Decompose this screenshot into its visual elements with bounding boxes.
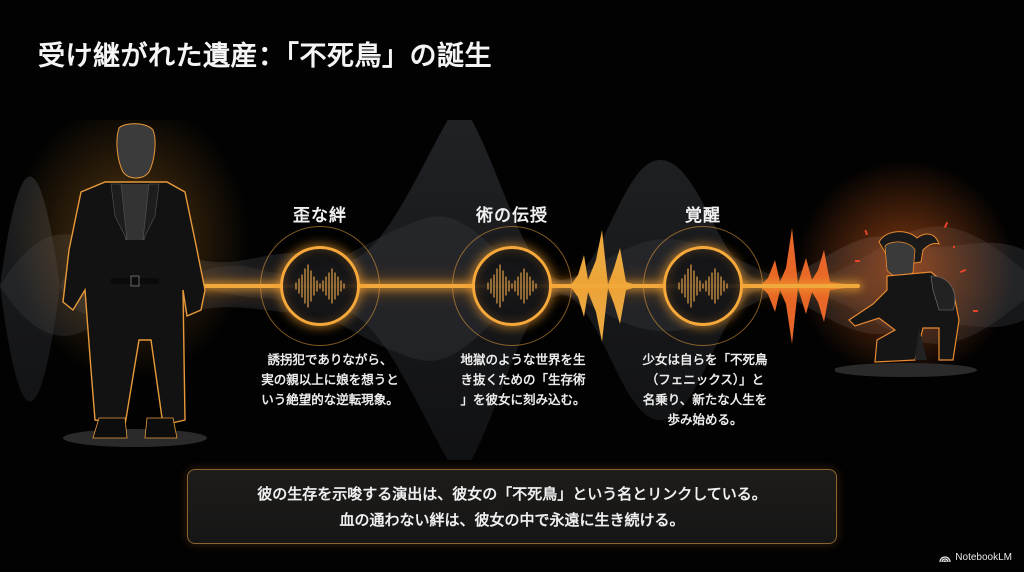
node-label: 歪な絆 xyxy=(293,206,347,226)
brand-watermark: NotebookLM xyxy=(939,552,1012,563)
summary-line-2: 血の通わない絆は、彼女の中で永遠に生き続ける。 xyxy=(339,510,685,529)
node-label: 覚醒 xyxy=(685,206,721,226)
summary-box: 彼の生存を示唆する演出は、彼女の「不死鳥」という名とリンクしている。 血の通わな… xyxy=(187,469,837,544)
inner-ring xyxy=(280,246,360,326)
summary-line-1: 彼の生存を示唆する演出は、彼女の「不死鳥」という名とリンクしている。 xyxy=(257,484,767,503)
timeline-node-2: 術の伝授 xyxy=(442,201,582,226)
outer-ring xyxy=(452,226,572,346)
notebooklm-logo-icon xyxy=(939,556,951,562)
girl-silhouette-icon xyxy=(835,221,978,377)
node-description-1: 誘拐犯でありながら、 実の親以上に娘を想うと いう絶望的な逆転現象。 xyxy=(261,352,399,407)
outer-ring xyxy=(260,226,380,346)
node-description-2: 地獄のような世界を生 き抜くための「生存術 」を彼女に刻み込む。 xyxy=(460,352,586,407)
inner-ring xyxy=(472,246,552,326)
node-ring-3 xyxy=(643,226,763,346)
timeline-node-3: 覚醒 xyxy=(633,201,773,226)
page-title: 受け継がれた遺産：「不死鳥」の誕生 xyxy=(38,41,492,72)
waveform-icon xyxy=(295,264,345,308)
man-silhouette-icon xyxy=(62,123,207,447)
node-label: 術の伝授 xyxy=(476,206,548,226)
node-ring-2 xyxy=(452,226,572,346)
inner-ring xyxy=(663,246,743,326)
waveform-icon xyxy=(487,264,537,308)
node-description-3: 少女は自らを「不死鳥 （フェニックス）」と 名乗り、新たな人生を 歩み始める。 xyxy=(642,352,768,427)
timeline-node-1: 歪な絆 xyxy=(250,201,390,226)
brand-label: NotebookLM xyxy=(955,552,1012,563)
outer-ring xyxy=(643,226,763,346)
node-ring-1 xyxy=(260,226,380,346)
waveform-icon xyxy=(678,264,728,308)
